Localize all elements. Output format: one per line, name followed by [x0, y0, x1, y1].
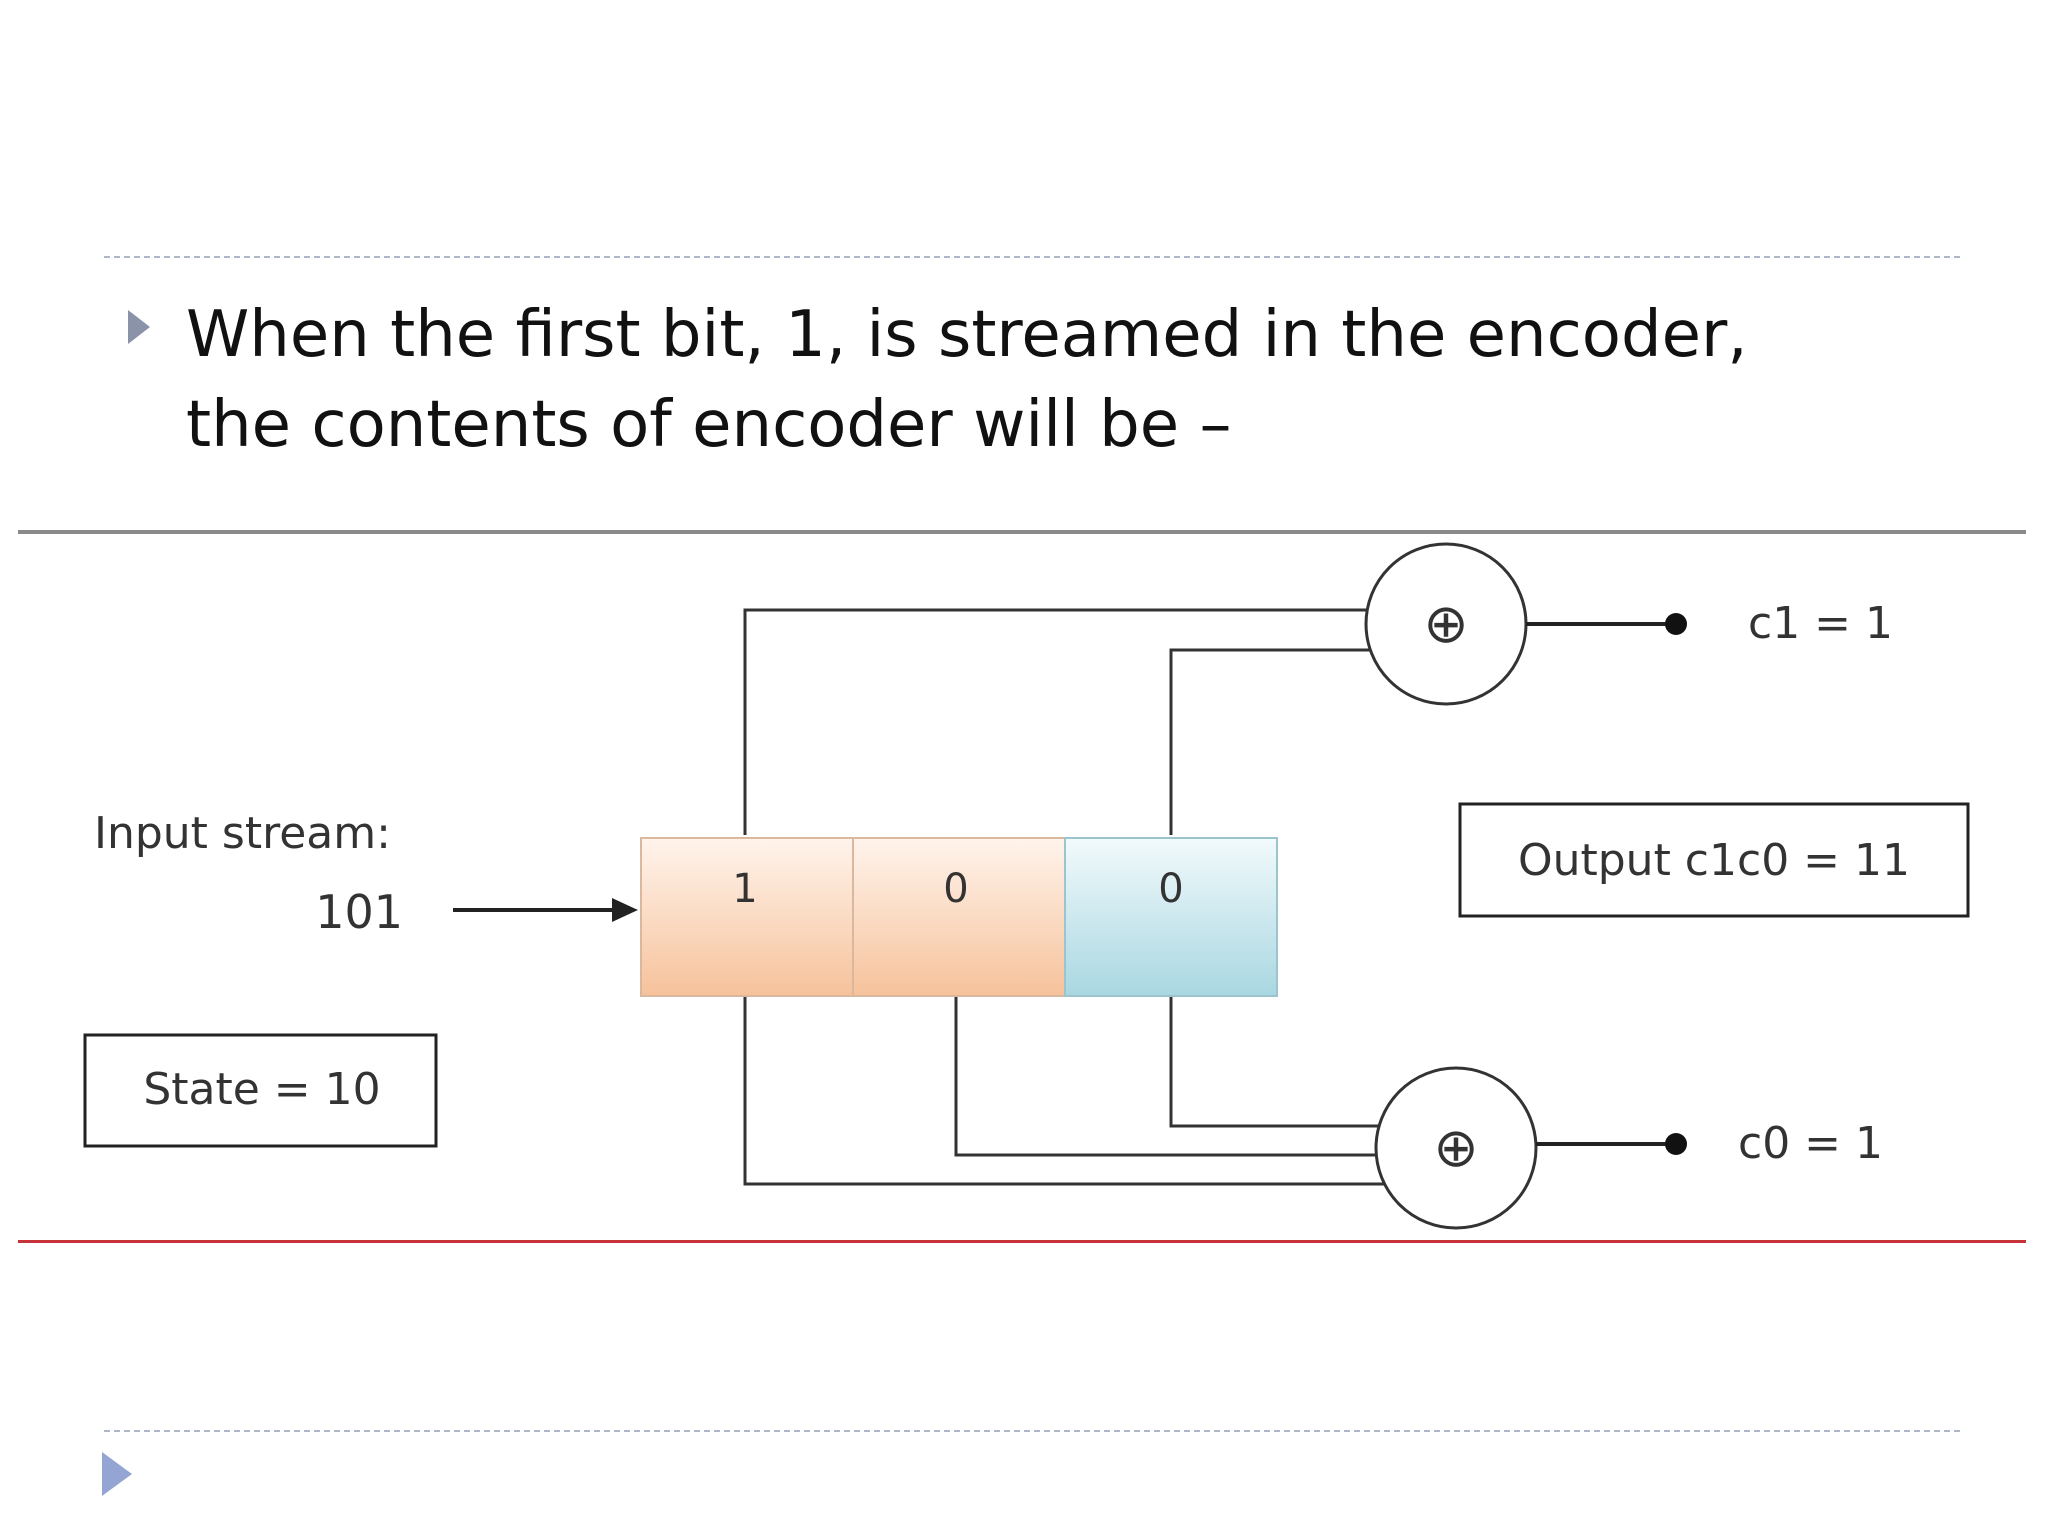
footer-triangle-icon: [102, 1452, 132, 1496]
bottom-dashed-rule: [104, 1430, 1960, 1432]
top-dashed-rule: [104, 256, 1960, 258]
bullet-triangle-icon: [128, 310, 150, 344]
slide-body-text: When the first bit, 1, is streamed in th…: [186, 298, 1748, 462]
diagram-frame: [18, 530, 2026, 1243]
